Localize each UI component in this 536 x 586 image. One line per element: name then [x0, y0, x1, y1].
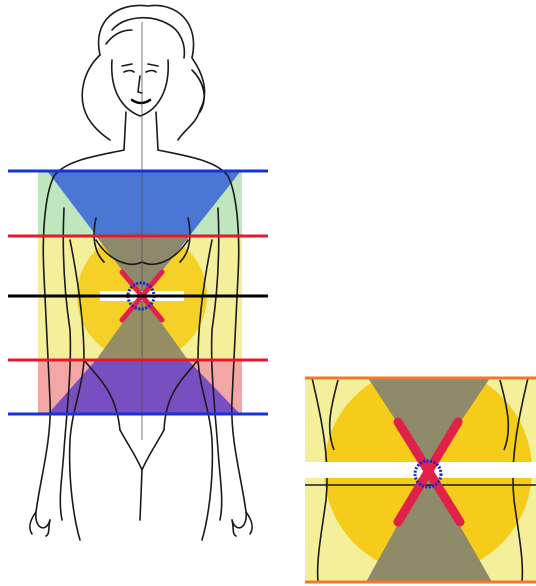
body-drawing: [8, 5, 268, 540]
zoom-inset: [305, 366, 536, 582]
